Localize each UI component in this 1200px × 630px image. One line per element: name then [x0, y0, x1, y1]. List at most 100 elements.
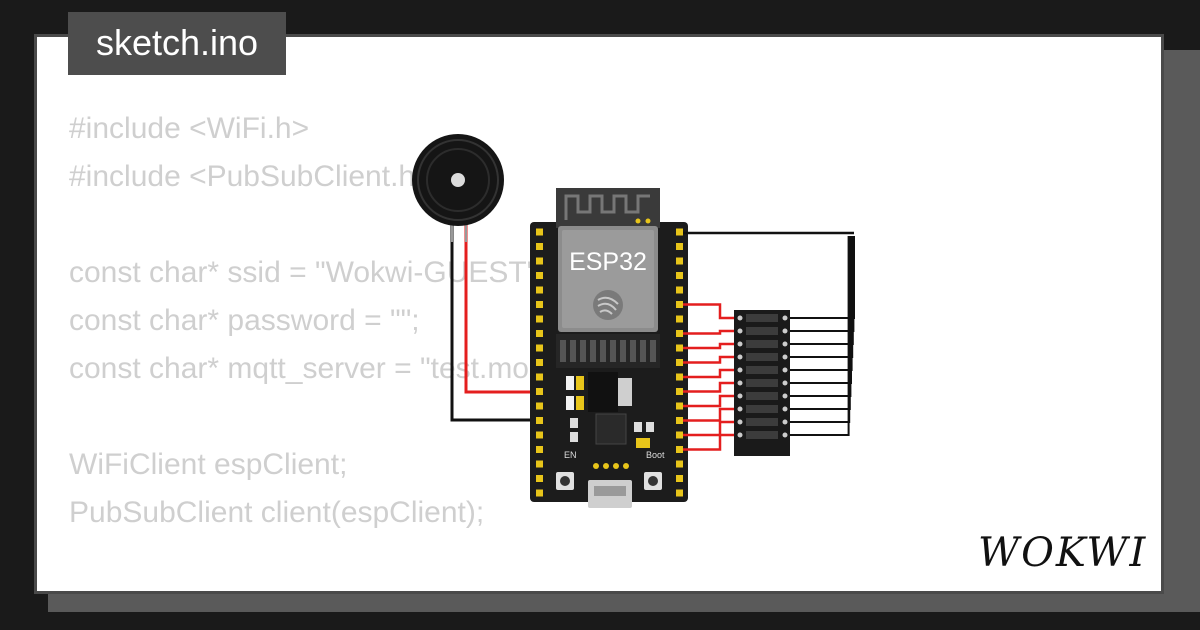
pin [676, 431, 683, 439]
ground-wire [785, 236, 853, 371]
led-segments [737, 314, 788, 439]
en-label: EN [564, 450, 577, 460]
pin [676, 489, 683, 497]
pin [676, 402, 683, 410]
led-pin [737, 328, 743, 334]
signal-wire [683, 420, 740, 437]
code-line: PubSubClient client(espClient); [69, 496, 485, 529]
led-pin [782, 354, 788, 360]
esp32-board[interactable]: ESP32 EN Boot [530, 188, 688, 508]
ground-wire [785, 236, 854, 358]
led-pin [782, 315, 788, 321]
pin [536, 257, 543, 265]
pin [676, 460, 683, 468]
ground-wire [785, 236, 855, 332]
pin [536, 489, 543, 497]
pin [676, 344, 683, 352]
signal-wire [683, 407, 740, 422]
led-segment [746, 379, 778, 387]
led-bar-wires [683, 231, 855, 451]
ground-wire [785, 236, 852, 384]
ground-wire [785, 236, 855, 319]
code-line: const char* ssid = "Wokwi-GUEST"; [69, 256, 546, 289]
led-pin [737, 380, 743, 386]
led-segment [746, 418, 778, 426]
boot-label: Boot [646, 450, 665, 460]
pin [536, 446, 543, 453]
buzzer-wires [450, 220, 540, 422]
pin [676, 475, 683, 482]
file-name-tab: sketch.ino [68, 12, 286, 75]
pin [536, 330, 543, 337]
wokwi-logo: WOKWI [978, 530, 1145, 576]
led-pin [782, 432, 788, 438]
signal-wire [683, 433, 740, 451]
ground-wire [785, 236, 851, 423]
led-segment [746, 366, 778, 374]
pin [676, 315, 683, 323]
code-line: #include <WiFi.h> [69, 112, 310, 145]
signal-wire [683, 342, 740, 350]
led-pin [737, 419, 743, 425]
buzzer-ground-wire [450, 220, 540, 422]
signal-wire [683, 355, 740, 364]
led-segment [746, 327, 778, 335]
pin [676, 417, 683, 424]
pin [676, 257, 683, 265]
pin [536, 301, 543, 308]
ground-wire [785, 236, 852, 397]
led-segment [746, 405, 778, 413]
pin [536, 373, 543, 381]
pin [536, 475, 543, 482]
led-segment [746, 353, 778, 361]
pin [676, 330, 683, 337]
code-line: WiFiClient espClient; [69, 448, 348, 481]
led-pin [782, 419, 788, 425]
led-pin [737, 341, 743, 347]
buzzer[interactable] [412, 134, 504, 242]
led-pin [782, 341, 788, 347]
pin [676, 243, 683, 250]
led-pin [782, 406, 788, 412]
signal-wire [683, 368, 740, 379]
signal-wire [683, 381, 740, 393]
led-pin [737, 432, 743, 438]
pin [676, 446, 683, 453]
led-pin [782, 328, 788, 334]
pin [676, 272, 683, 279]
pin [536, 315, 543, 323]
right-pin-header [676, 228, 683, 497]
led-segment [746, 314, 778, 322]
pin [536, 272, 543, 279]
led-segment [746, 431, 778, 439]
code-line: #include <PubSubClient.h> [69, 160, 433, 193]
led-pin [737, 315, 743, 321]
signal-wire [683, 394, 740, 408]
led-pin [737, 367, 743, 373]
pin [536, 431, 543, 439]
led-pin [737, 406, 743, 412]
pin [536, 359, 543, 366]
ground-wire [785, 236, 850, 436]
led-pin [737, 393, 743, 399]
pin [536, 243, 543, 250]
pin [536, 460, 543, 468]
led-pin [782, 393, 788, 399]
code-line: const char* password = ""; [69, 304, 420, 337]
pin [536, 402, 543, 410]
espressif-logo-icon [593, 290, 623, 320]
led-pin [782, 367, 788, 373]
led-pin [737, 354, 743, 360]
esp32-label: ESP32 [569, 248, 647, 276]
pin [676, 228, 683, 236]
buzzer-signal-wire [464, 220, 540, 394]
led-segment [746, 392, 778, 400]
pin [536, 388, 543, 395]
pin [536, 417, 543, 424]
led-bar-graph[interactable] [734, 310, 790, 456]
signal-wire [683, 303, 740, 320]
ground-wire [785, 236, 854, 345]
pin [536, 228, 543, 236]
pin [676, 388, 683, 395]
